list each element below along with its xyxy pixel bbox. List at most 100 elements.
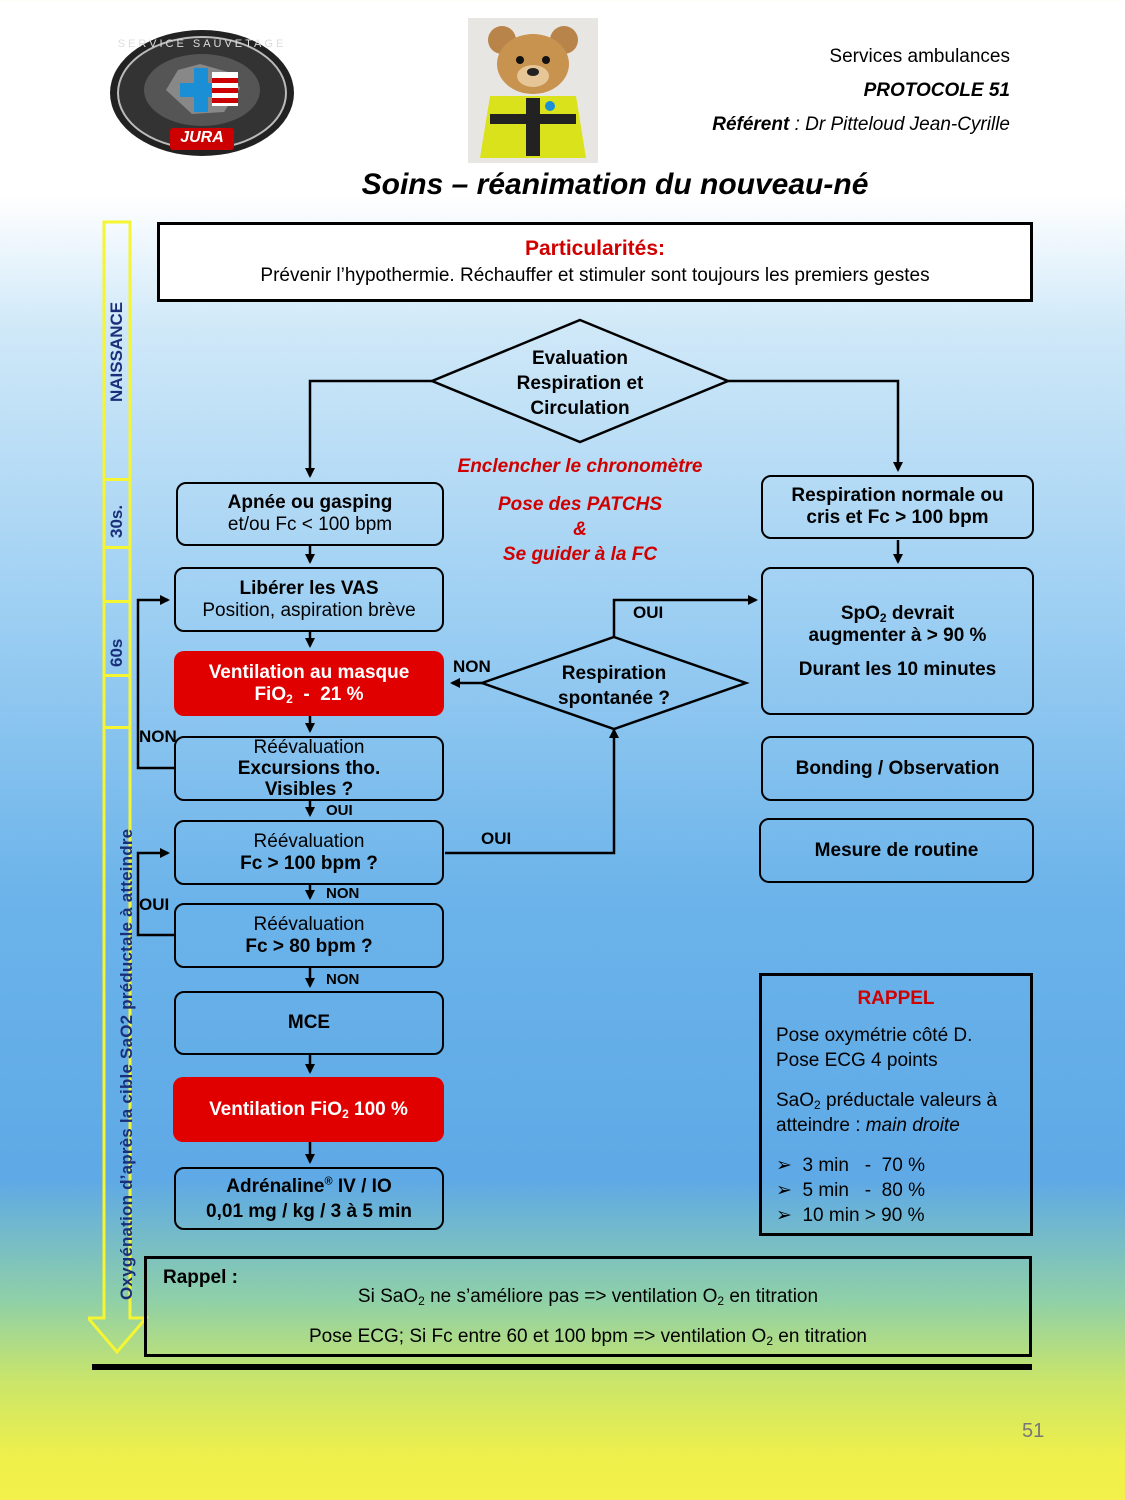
- rappel-bottom-box: Rappel : Si SaO2 ne s’améliore pas => ve…: [144, 1256, 1032, 1357]
- bonding-box: Bonding / Observation: [761, 736, 1034, 801]
- rb-l2a: Pose ECG; Si Fc entre 60 et 100 bpm => v…: [309, 1326, 767, 1347]
- rappel-bottom-line2: Pose ECG; Si Fc entre 60 et 100 bpm => v…: [147, 1326, 1029, 1348]
- particularites-title: Particularités:: [524, 237, 666, 260]
- arrow-bullet-icon: ➢: [776, 1180, 803, 1201]
- evaluation-line: Respiration et: [516, 373, 644, 394]
- patchs-amp: &: [573, 519, 587, 540]
- rappel-line3: SaO2 préductale valeurs à: [776, 1088, 1030, 1113]
- patchs-note: Pose des PATCHS: [497, 494, 662, 515]
- label-non-resp: NON: [453, 657, 491, 676]
- rappel-line3-rest: préductale valeurs à: [820, 1090, 998, 1111]
- respiration-spontanee-text: Respiration spontanée ?: [524, 661, 704, 711]
- referent-label: Référent: [712, 114, 790, 135]
- adrenaline-box: Adrénaline® IV / IO 0,01 mg / kg / 3 à 5…: [174, 1167, 444, 1230]
- spo2-line1: SpO2 devrait: [841, 603, 954, 625]
- protocol-number: PROTOCOLE 51: [863, 80, 1010, 101]
- sidebar-divider: [104, 546, 130, 549]
- referent-name: : Dr Pitteloud Jean-Cyrille: [789, 114, 1010, 135]
- liberer-title: Libérer les VAS: [239, 577, 379, 599]
- rappel-list: ➢ 3 min - 70 % ➢ 5 min - 80 % ➢ 10 min >…: [776, 1153, 1030, 1228]
- list-item: ➢ 5 min - 80 %: [776, 1178, 1030, 1203]
- evaluation-line: Circulation: [530, 398, 630, 419]
- particularites-text: Prévenir l’hypothermie. Réchauffer et st…: [260, 265, 930, 286]
- rappel-line2: Pose ECG 4 points: [776, 1050, 938, 1071]
- reeval1-c: Visibles ?: [264, 779, 354, 800]
- rb-l2b: en titration: [773, 1326, 867, 1347]
- ventil100-sub: 2: [342, 1106, 349, 1121]
- resp-normale-line: Respiration normale ou: [791, 485, 1004, 506]
- particularites-box: Particularités: Prévenir l’hypothermie. …: [157, 222, 1033, 302]
- resp-spont-line: spontanée ?: [558, 688, 670, 709]
- reeval2-b: Fc > 100 bpm ?: [240, 852, 378, 874]
- spo2-sub: 2: [879, 611, 887, 625]
- apnee-box: Apnée ou gasping et/ou Fc < 100 bpm: [176, 482, 444, 546]
- ventil100-b: 100 %: [348, 1098, 408, 1120]
- rb-l1a: Si SaO: [357, 1286, 419, 1307]
- list-item: ➢ 3 min - 70 %: [776, 1153, 1030, 1178]
- ventil100-line: Ventilation FiO2 100 %: [209, 1099, 408, 1121]
- spo2-line3: Durant les 10 minutes: [798, 659, 997, 680]
- reeval1-a: Réévaluation: [253, 737, 365, 758]
- rappel-bottom-title: Rappel :: [163, 1267, 238, 1288]
- sidebar-divider: [104, 726, 130, 729]
- apnee-title: Apnée ou gasping: [227, 492, 393, 513]
- chronometre-note: Enclencher le chronomètre: [457, 456, 703, 477]
- rappel-line1: Pose oxymétrie côté D.: [776, 1025, 973, 1046]
- label-non-left: NON: [139, 727, 177, 746]
- reeval3-a: Réévaluation: [253, 913, 365, 935]
- fio-sub: 2: [286, 691, 293, 706]
- rappel-box: RAPPEL Pose oxymétrie côté D. Pose ECG 4…: [759, 973, 1033, 1236]
- reevaluation-fc80-box: Réévaluation Fc > 80 bpm ?: [174, 903, 444, 968]
- label-oui-right: OUI: [481, 829, 512, 848]
- list-item-text: 10 min > 90 %: [802, 1205, 925, 1226]
- ventilation-100-box: Ventilation FiO2 100 %: [173, 1077, 444, 1142]
- spo2-b: devrait: [886, 603, 955, 624]
- reevaluation-fc100-box: Réévaluation Fc > 100 bpm ?: [174, 820, 444, 885]
- ventil100-a: Ventilation FiO: [209, 1098, 343, 1120]
- mesure-routine-box: Mesure de routine: [759, 818, 1034, 883]
- bottom-divider: [92, 1364, 1032, 1370]
- liberer-vas-box: Libérer les VAS Position, aspiration brè…: [174, 567, 444, 632]
- sidebar-divider: [104, 600, 130, 603]
- list-item-text: 5 min - 80 %: [802, 1180, 925, 1201]
- rappel-main-droite: main droite: [865, 1115, 960, 1136]
- label-oui-top: OUI: [633, 603, 664, 622]
- oxygenation-arrow: [84, 218, 150, 1358]
- fc-note: Se guider à la FC: [502, 544, 658, 565]
- rb-l1sub2: 2: [717, 1294, 725, 1308]
- spo2-a: SpO: [840, 603, 880, 624]
- evaluation-line: Evaluation: [531, 348, 629, 369]
- reeval1-b: Excursions tho.: [237, 758, 381, 779]
- page-number: 51: [1022, 1420, 1045, 1442]
- mce-box: MCE: [174, 991, 444, 1055]
- label-non-2: NON: [326, 971, 360, 988]
- spo2-line2: augmenter à > 90 %: [808, 625, 987, 646]
- label-non-1: NON: [326, 885, 360, 902]
- fio-pct: - 21 %: [292, 683, 364, 705]
- list-item-text: 3 min - 70 %: [802, 1155, 925, 1176]
- rappel-atteindre: atteindre :: [776, 1115, 866, 1136]
- resp-spont-line: Respiration: [561, 663, 667, 684]
- adre-sup: ®: [324, 1175, 333, 1188]
- rappel-line4: atteindre : main droite: [776, 1113, 1030, 1138]
- reeval2-a: Réévaluation: [253, 830, 365, 852]
- logo-bottom-text: JURA: [180, 129, 224, 146]
- page-title: Soins – réanimation du nouveau-né: [361, 168, 869, 201]
- ventilation-masque-box: Ventilation au masque FiO2 - 21 %: [174, 651, 444, 716]
- teddy-bear-photo: [468, 18, 598, 163]
- rappel-sao-sub: 2: [814, 1098, 821, 1112]
- jura-logo: SERVICE SAUVETAGE JURA: [108, 28, 296, 158]
- adre-line1: Adrénaline® IV / IO: [226, 1174, 391, 1199]
- logo-top-text: SERVICE SAUVETAGE: [117, 38, 287, 50]
- rappel-sao: SaO: [776, 1090, 815, 1111]
- adre-b: IV / IO: [332, 1175, 392, 1197]
- reevaluation-excursions-box: Réévaluation Excursions tho. Visibles ?: [174, 736, 444, 801]
- fio-text: FiO: [254, 683, 287, 705]
- evaluation-text: Evaluation Respiration et Circulation: [480, 346, 680, 421]
- rappel-bottom-line1: Si SaO2 ne s’améliore pas => ventilation…: [147, 1286, 1029, 1308]
- reeval3-b: Fc > 80 bpm ?: [245, 935, 373, 957]
- rb-l1c: en titration: [724, 1286, 819, 1307]
- adre-a: Adrénaline: [226, 1175, 325, 1197]
- arrow-bullet-icon: ➢: [776, 1205, 803, 1226]
